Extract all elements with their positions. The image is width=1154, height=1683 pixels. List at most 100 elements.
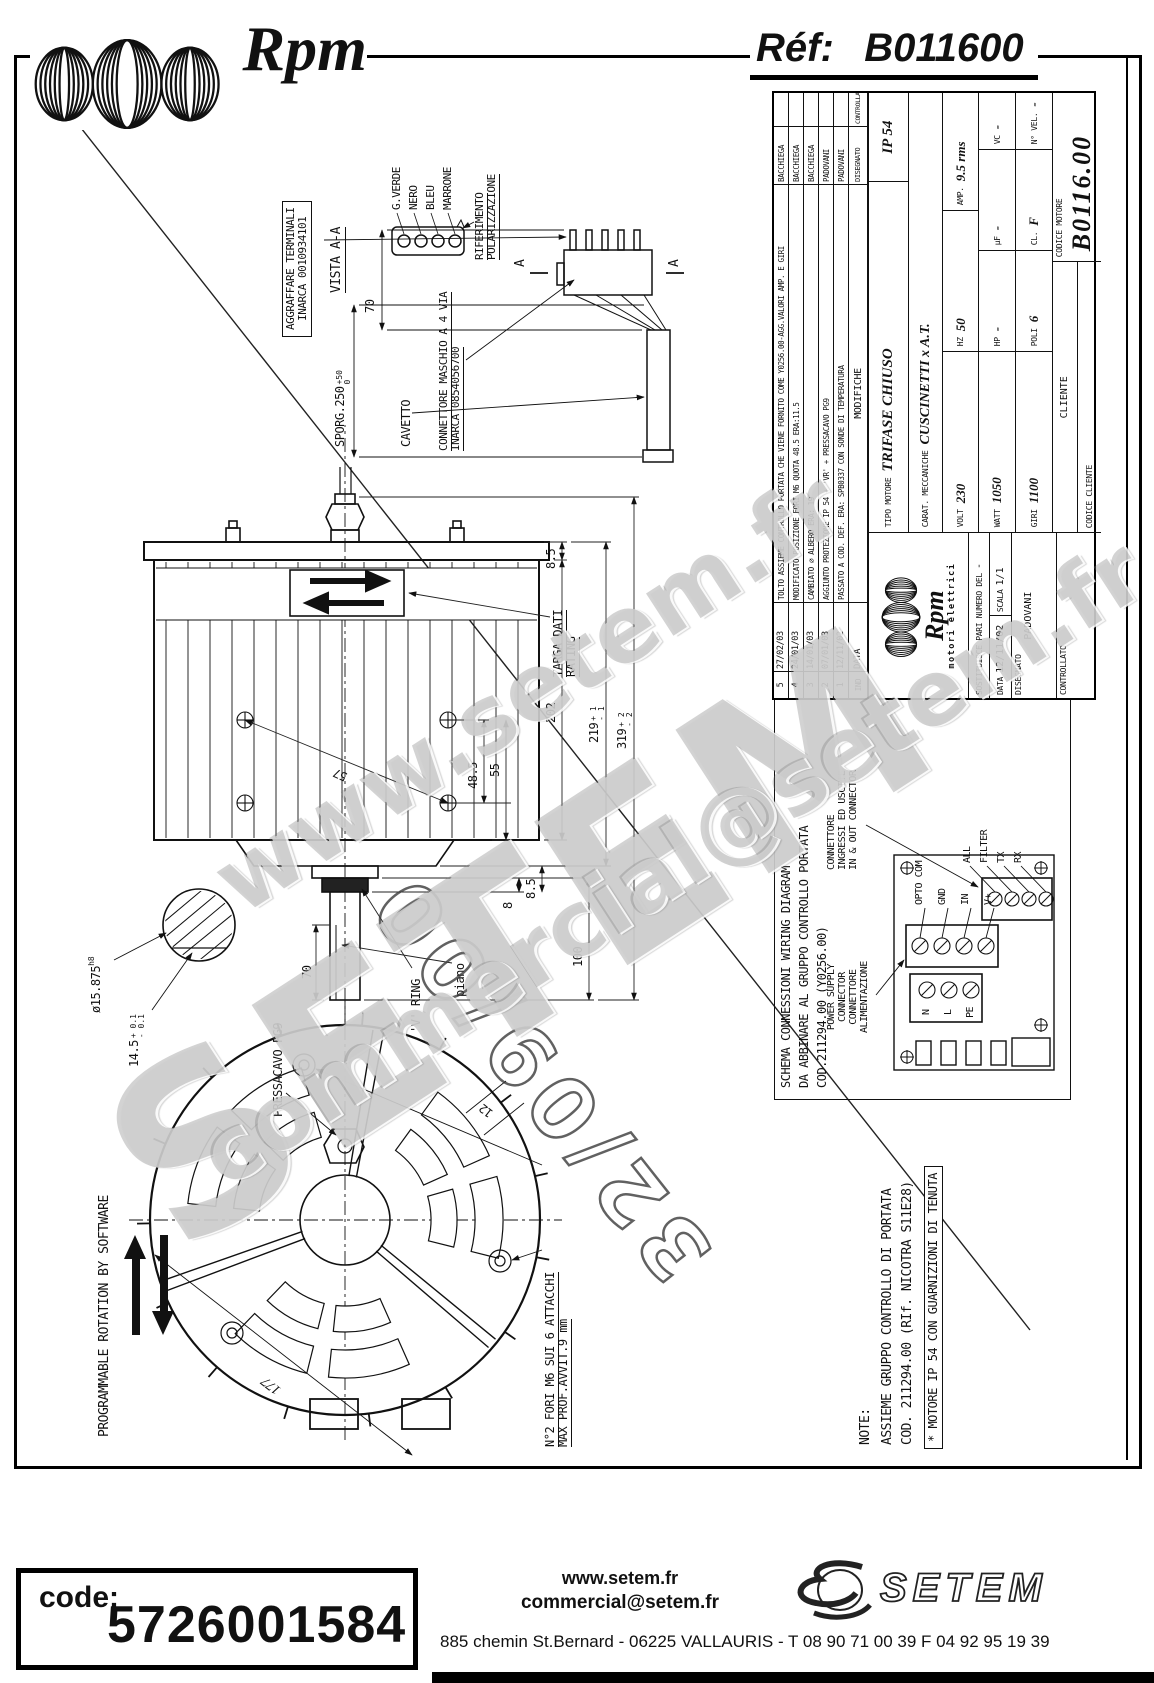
dim-202: 202 <box>544 702 558 723</box>
dim-70-piano: 70 <box>300 965 314 979</box>
note-line-1: ASSIEME GRUPPO CONTROLLO DI PORTATA <box>880 1188 895 1445</box>
dim-100: 100 <box>571 946 585 967</box>
dim-8: 8 <box>501 902 515 909</box>
rev-ind: 4 <box>789 671 803 698</box>
sostituisce-cell: SOSTITUISCE PARI NUMERO DEL- <box>968 533 991 698</box>
cl-cell: CL.F <box>1016 149 1053 251</box>
uf-cell: µF- <box>979 149 1016 251</box>
wire-label-marrone: MARRONE <box>441 167 454 210</box>
rev-date: 24/01/03 <box>789 602 803 671</box>
dim-14-5: 14.5+ 0.1- 0.1 <box>127 1014 146 1067</box>
scan-crease-line <box>54 94 1031 1331</box>
ref-value: B011600 <box>864 26 1024 70</box>
title-block: 5 27/02/03 TOLTO ASSIEME CONTROLLO PORTA… <box>772 91 1101 700</box>
landscape-sheet: 202 8.5 100 219+ 1- 1 319+ 2- 2 8 8.5 48… <box>14 55 1142 1465</box>
rev-date: 27/02/03 <box>774 602 788 671</box>
dim-219: 219+ 1- 1 <box>587 706 606 743</box>
header-ind: IND <box>849 671 867 698</box>
codice-motore-cell: CODICE MOTORE B0116.00 <box>1055 134 1096 258</box>
shaft-section-detail <box>113 888 236 1011</box>
carat-meccaniche-cell: CARAT. MECCANICHE CUSCINETTI x A.T. <box>909 93 943 533</box>
rev-desc: PASSATO A COD. DEF. ERA: SPB0337 CON SON… <box>834 184 848 602</box>
vc-cell: VC- <box>979 93 1016 150</box>
title-block-left-column: Rpm motori elettrici SOSTITUISCE PARI NU… <box>869 532 1101 698</box>
controllato-cell: CONTROLLATO <box>1059 645 1069 695</box>
rev-desc: MODIFICATO POSIZIONE FORI M6 QUOTA 48.5 … <box>789 184 803 602</box>
side-view-dimensions <box>244 496 639 1001</box>
rpm-coils-icon <box>34 38 220 129</box>
rev-ind: 2 <box>819 671 833 698</box>
cliente-cell: CLIENTE <box>1053 262 1078 533</box>
wire-label-bleu: BLEU <box>424 185 437 211</box>
scan-edge-bar <box>432 1672 1154 1683</box>
rev-desc: CAMBIATO ∅ ALBERO ERA: 19 <box>804 184 818 602</box>
rpm-logo-text: Rpm <box>920 590 950 641</box>
header-data: DATA <box>849 602 867 671</box>
title-block-right-column: TIPO MOTORE TRIFASE CHIUSO IP 54 CARAT. … <box>869 93 1101 533</box>
terminal-rx: RX <box>1013 851 1024 863</box>
note-line-2: COD. 211294.00 (RIf. NICOTRA S11E28) <box>900 1181 915 1445</box>
wire-label-nero: NERO <box>407 185 420 211</box>
wiring-title-1: SCHEMA CONNESSIONI WIRING DIAGRAM <box>779 866 793 1088</box>
footer-website: www.setem.fr <box>561 1568 679 1588</box>
revision-row: 3 14/01/03 CAMBIATO ∅ ALBERO ERA: 19 BAC… <box>804 93 819 698</box>
codice-cliente-cell: CODICE CLIENTE <box>1084 465 1094 529</box>
terminal-n: N <box>921 1009 932 1015</box>
rev-desc: AGGIUNTO PROTEZIONE IP 54 + 'VR' + PRESS… <box>819 184 833 602</box>
label-pressacavo: PRESSACAVO PG9 <box>271 1022 285 1117</box>
wiring-title-2: DA ABBINARE AL GRUPPO CONTROLLO PORTATA <box>797 825 811 1088</box>
revision-row: 2 07/01/03 AGGIUNTO PROTEZIONE IP 54 + '… <box>819 93 834 698</box>
rev-name: BACCHIEGA <box>789 126 803 184</box>
code-label: code: <box>39 1581 120 1614</box>
rev-name: BACCHIEGA <box>774 126 788 184</box>
motor-front-view <box>124 1000 562 1456</box>
dim-55: 55 <box>488 763 502 777</box>
dim-319: 319+ 2- 2 <box>615 712 634 749</box>
terminal-gnd: GND <box>937 888 948 905</box>
rev-date: 07/01/03 <box>819 602 833 671</box>
tipo-motore-cell: TIPO MOTORE TRIFASE CHIUSO <box>869 181 909 533</box>
note-boxed: * MOTORE IP 54 CON GUARNIZIONI DI TENUTA <box>924 1166 944 1449</box>
section-letter-a-bottom: A <box>667 259 682 267</box>
revision-row: 1 12/11/02 PASSATO A COD. DEF. ERA: SPB0… <box>834 93 849 698</box>
wire-label-verde: G.VERDE <box>390 167 403 210</box>
terminal-all: ALL <box>962 846 973 863</box>
amp-cell: AMP.9.5 rms <box>943 93 979 211</box>
rpm-logo-small: Rpm motori elettrici <box>869 533 969 698</box>
connector-detail <box>323 212 684 463</box>
terminal-tx: TX <box>996 851 1007 863</box>
rev-ind: 5 <box>774 671 788 698</box>
rev-name: PADOVANI <box>834 126 848 184</box>
rpm-coils-icon <box>881 577 921 657</box>
rpm-logo-subtext: motori elettrici <box>947 562 958 669</box>
code-box: code: 5726001584 <box>16 1568 418 1670</box>
wiring-pcb <box>865 824 1055 1071</box>
terminal-filter: FILTER <box>979 829 990 863</box>
ref-label: Réf: <box>756 26 834 70</box>
terminal-l: L <box>943 1009 954 1015</box>
footer-email: commercial@setem.fr <box>520 1592 720 1613</box>
note-title: NOTE: <box>858 1408 873 1445</box>
section-letter-a-top: A <box>513 259 528 267</box>
label-cavetto: CAVETTO <box>399 399 413 447</box>
revision-row: 4 24/01/03 MODIFICATO POSIZIONE FORI M6 … <box>789 93 804 698</box>
dim-8-5-flange: 8.5 <box>544 548 558 569</box>
rev-name: PADOVANI <box>819 126 833 184</box>
setem-logo-icon <box>797 1560 872 1620</box>
terminal-vplus: V+ <box>983 893 994 905</box>
label-programmable-rotation: PROGRAMMABLE ROTATION BY SOFTWARE <box>97 1195 112 1437</box>
dim-shaft-diameter: ø15.875h8 <box>87 956 103 1013</box>
code-value: 5726001584 <box>107 1596 407 1654</box>
dim-48-5: 48.5 <box>466 762 480 789</box>
